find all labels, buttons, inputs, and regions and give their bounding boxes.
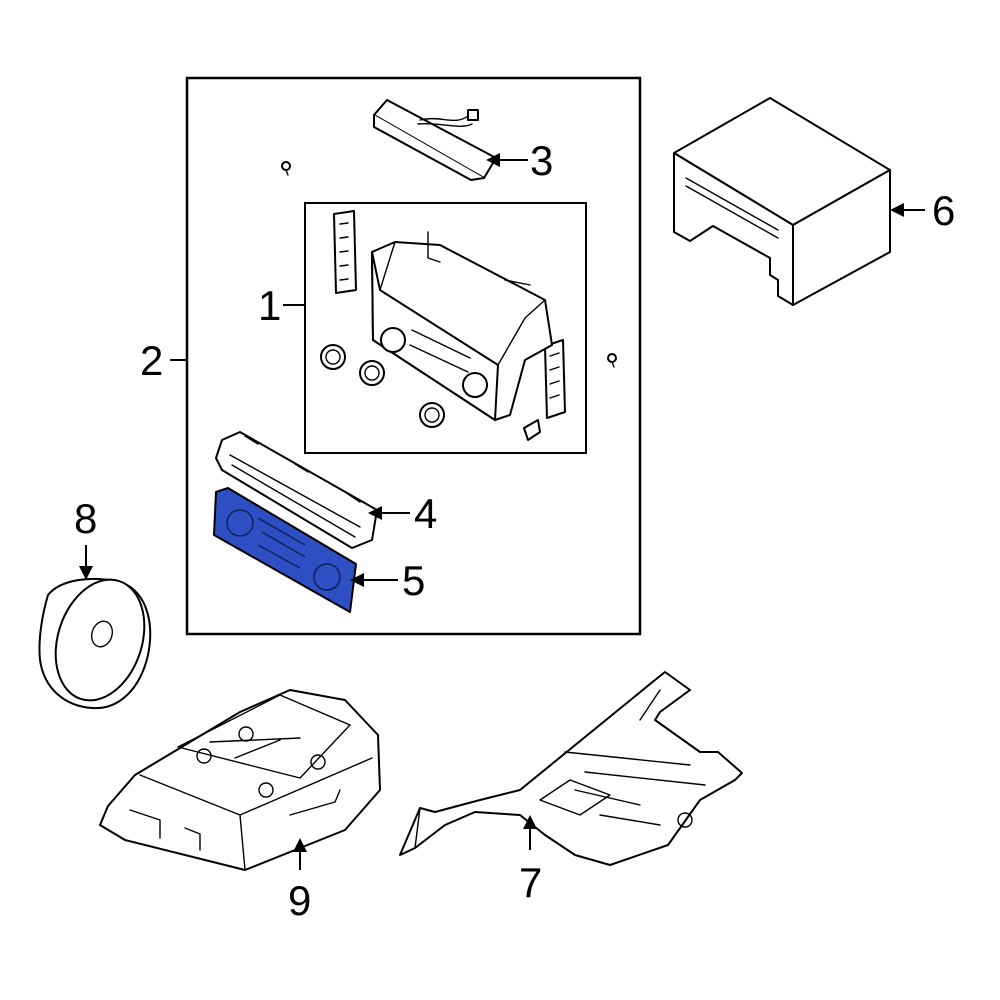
knob-icon [419,402,445,428]
callout-5: 5 [402,557,426,604]
part-1-radio-unit[interactable] [333,210,566,441]
knob-icon [320,344,346,370]
part-7-bracket[interactable] [399,671,743,866]
part-4-bezel[interactable] [215,431,378,549]
callout-3: 3 [530,137,554,184]
callout-9: 9 [288,877,312,924]
screw-icon [607,353,617,368]
assembly-box [185,76,642,636]
callout-2: 2 [140,337,164,384]
part-5-control-panel[interactable] [213,487,357,613]
knob-icon [359,360,385,386]
part-6-amplifier[interactable] [673,97,891,306]
callout-4: 4 [414,490,438,537]
radio-unit-box [304,202,587,454]
arrow-icons [79,153,904,852]
screw-icon [281,161,291,176]
callout-8: 8 [74,495,98,542]
callout-7: 7 [519,859,543,906]
part-3-bracket[interactable] [373,99,497,181]
part-8-speaker[interactable] [38,568,159,712]
callout-1: 1 [258,282,282,329]
callout-6: 6 [932,187,956,234]
part-9-subwoofer[interactable] [99,689,381,871]
